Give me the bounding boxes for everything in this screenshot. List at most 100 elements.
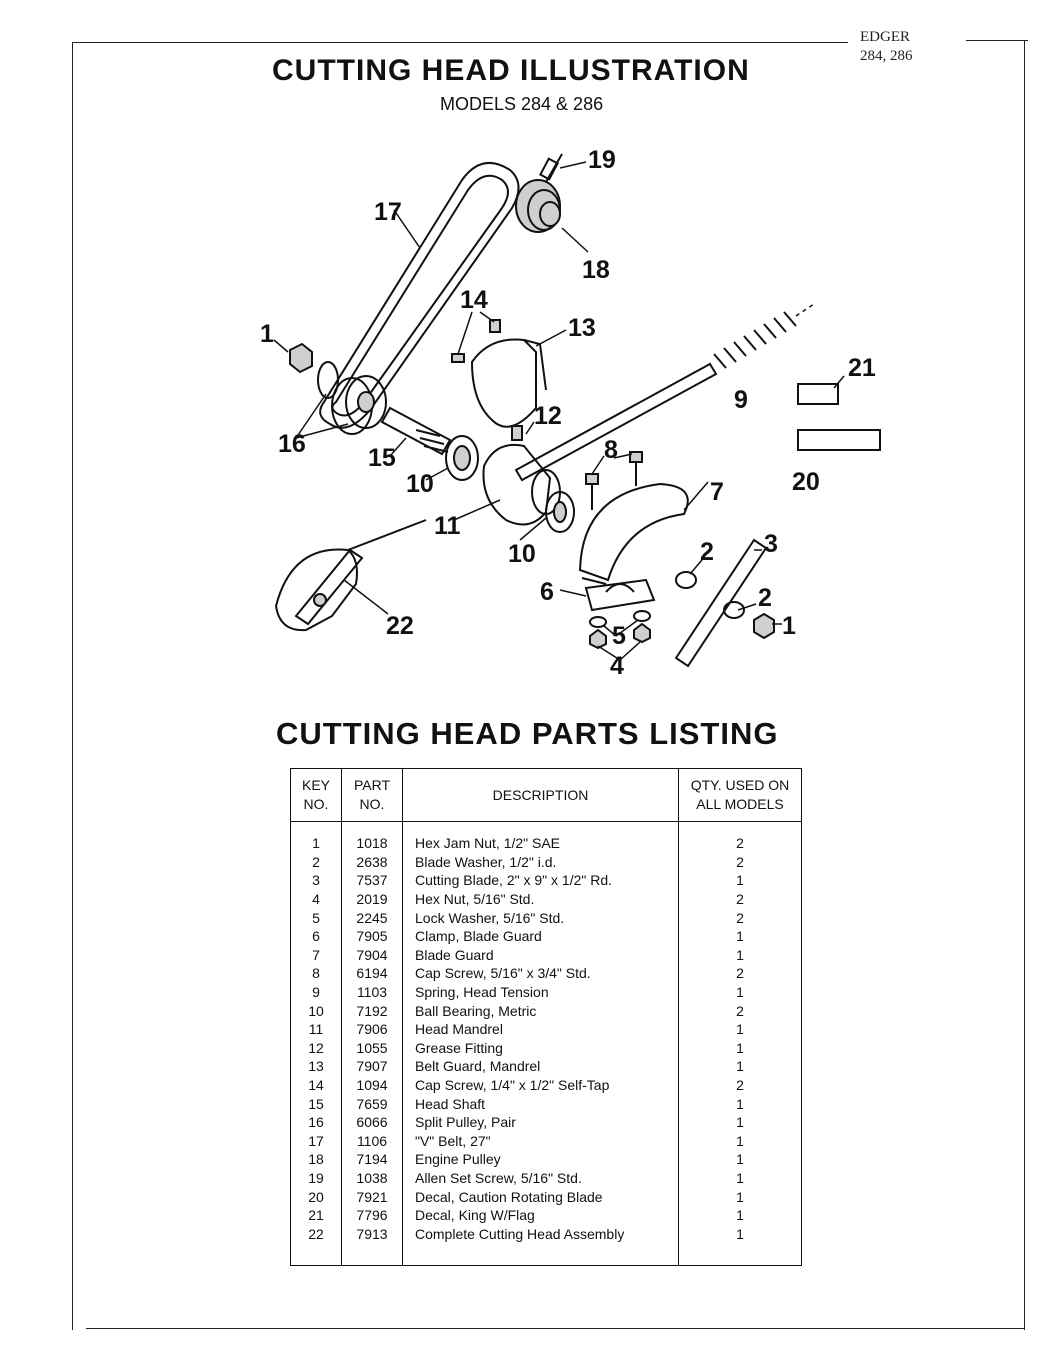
header-key-line2: NO. (303, 796, 329, 812)
cell-description: Engine Pulley (402, 1150, 679, 1169)
belt-guard-drawing (451, 319, 547, 428)
callout-15: 15 (368, 444, 396, 472)
cell-qty: 1 (678, 1094, 802, 1113)
cell-description: Cutting Blade, 2" x 9" x 1/2" Rd. (402, 871, 679, 890)
cell-part-no: 7192 (341, 1001, 403, 1020)
callout-3: 3 (764, 530, 778, 558)
exploded-parts-diagram: 1 16 15 10 17 14 13 12 11 8 19 18 9 21 2… (260, 146, 881, 680)
callout-6: 6 (540, 578, 554, 606)
illustration-title: CUTTING HEAD ILLUSTRATION (272, 54, 750, 87)
cell-key-no: 4 (290, 889, 342, 909)
header-part-line2: NO. (359, 796, 385, 812)
callout-10-upper: 10 (406, 470, 434, 498)
cell-part-no: 1106 (341, 1131, 403, 1151)
page-frame-top-right (966, 40, 1028, 41)
cell-part-no: 1038 (341, 1168, 403, 1188)
callout-4: 4 (610, 652, 624, 680)
parts-listing-table: KEY NO. PART NO. DESCRIPTION QTY. USED O… (290, 768, 802, 1267)
cell-qty: 1 (678, 871, 802, 890)
header-qty-line1: QTY. USED ON (690, 777, 790, 793)
cell-description: Blade Guard (402, 945, 679, 965)
cell-qty: 2 (678, 1001, 802, 1020)
cell-part-no: 2638 (341, 852, 403, 872)
cell-key-no: 2 (290, 852, 342, 872)
cell-part-no: 7537 (341, 871, 403, 890)
cell-qty: 1 (678, 926, 802, 946)
cell-qty: 1 (678, 1224, 802, 1267)
callout-20: 20 (792, 468, 820, 496)
cell-description: Blade Washer, 1/2" i.d. (402, 852, 679, 872)
cell-description: Hex Jam Nut, 1/2" SAE (402, 821, 679, 853)
callout-5: 5 (612, 622, 626, 650)
cell-part-no: 1055 (341, 1038, 403, 1058)
cell-key-no: 22 (290, 1224, 342, 1267)
cell-part-no: 7796 (341, 1205, 403, 1225)
corner-model-label: EDGER 284, 286 (860, 28, 913, 66)
page-frame-right (1024, 40, 1025, 1330)
cell-qty: 1 (678, 1038, 802, 1058)
cell-part-no: 7905 (341, 926, 403, 946)
cell-part-no: 1018 (341, 821, 403, 853)
cell-key-no: 8 (290, 964, 342, 983)
cell-part-no: 6066 (341, 1112, 403, 1132)
cell-key-no: 6 (290, 926, 342, 946)
split-pulley-drawing (289, 342, 387, 435)
cell-key-no: 15 (290, 1094, 342, 1113)
cell-qty: 2 (678, 1075, 802, 1095)
cell-qty: 1 (678, 1131, 802, 1151)
header-qty-line2: ALL MODELS (696, 796, 784, 812)
cell-description: Clamp, Blade Guard (402, 926, 679, 946)
page-frame-top (72, 42, 848, 43)
cell-key-no: 1 (290, 821, 342, 853)
cell-part-no: 7659 (341, 1094, 403, 1113)
cell-description: Allen Set Screw, 5/16" Std. (402, 1168, 679, 1188)
callout-2-upper: 2 (700, 538, 714, 566)
cell-key-no: 20 (290, 1187, 342, 1206)
cell-key-no: 14 (290, 1075, 342, 1095)
cell-qty: 2 (678, 852, 802, 872)
leader-lines (273, 161, 845, 661)
cell-description: Head Mandrel (402, 1019, 679, 1039)
cell-description: Split Pulley, Pair (402, 1112, 679, 1132)
cell-part-no: 7906 (341, 1019, 403, 1039)
cell-key-no: 10 (290, 1001, 342, 1020)
cell-qty: 1 (678, 1150, 802, 1169)
cell-description: Head Shaft (402, 1094, 679, 1113)
cell-qty: 2 (678, 889, 802, 909)
cell-part-no: 7913 (341, 1224, 403, 1267)
callout-17: 17 (374, 198, 402, 226)
callout-16: 16 (278, 430, 306, 458)
cell-qty: 1 (678, 1112, 802, 1132)
cell-description: Lock Washer, 5/16" Std. (402, 908, 679, 927)
cell-part-no: 7907 (341, 1057, 403, 1076)
cell-key-no: 21 (290, 1205, 342, 1225)
cell-qty: 1 (678, 945, 802, 965)
cell-key-no: 16 (290, 1112, 342, 1132)
callout-7: 7 (710, 478, 724, 506)
cell-key-no: 18 (290, 1150, 342, 1169)
callout-10-lower: 10 (508, 540, 536, 568)
cell-part-no: 2019 (341, 889, 403, 909)
callout-2-lower: 2 (758, 584, 772, 612)
cell-part-no: 6194 (341, 964, 403, 983)
callout-labels: 1 16 15 10 17 14 13 12 11 8 19 18 9 21 2… (260, 146, 876, 680)
corner-label-line1: EDGER (860, 29, 910, 45)
header-qty: QTY. USED ON ALL MODELS (678, 768, 802, 822)
header-part-no: PART NO. (341, 768, 403, 822)
blade-guard-drawing (578, 482, 689, 585)
